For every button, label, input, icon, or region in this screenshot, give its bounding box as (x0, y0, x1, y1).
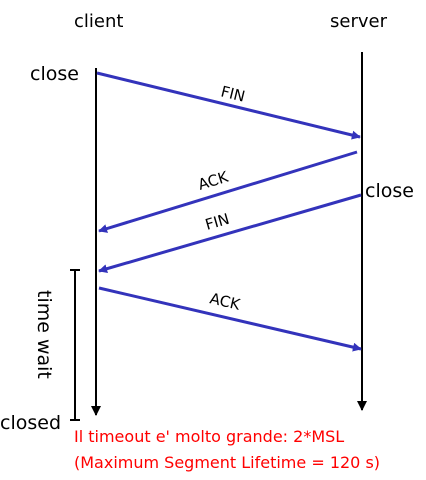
ack-label-1: ACK (196, 167, 231, 193)
fin-label-1: FIN (219, 82, 247, 105)
fin-arrow-2 (98, 193, 362, 274)
timeout-note-line1: Il timeout e' molto grande: 2*MSL (74, 427, 344, 446)
closed-label: closed (0, 412, 61, 434)
ack-arrow-2 (98, 286, 362, 352)
timeout-note-line2: (Maximum Segment Lifetime = 120 s) (74, 453, 380, 472)
fin-label-2: FIN (203, 210, 231, 234)
time-wait-label: time wait (33, 290, 55, 379)
ack-label-2: ACK (208, 289, 243, 314)
server-header: server (330, 11, 388, 32)
client-close-label: close (30, 63, 79, 85)
server-close-label: close (365, 180, 414, 202)
fin-arrow-1 (96, 71, 361, 140)
ack-arrow-1 (98, 150, 358, 233)
client-header: client (74, 11, 123, 32)
